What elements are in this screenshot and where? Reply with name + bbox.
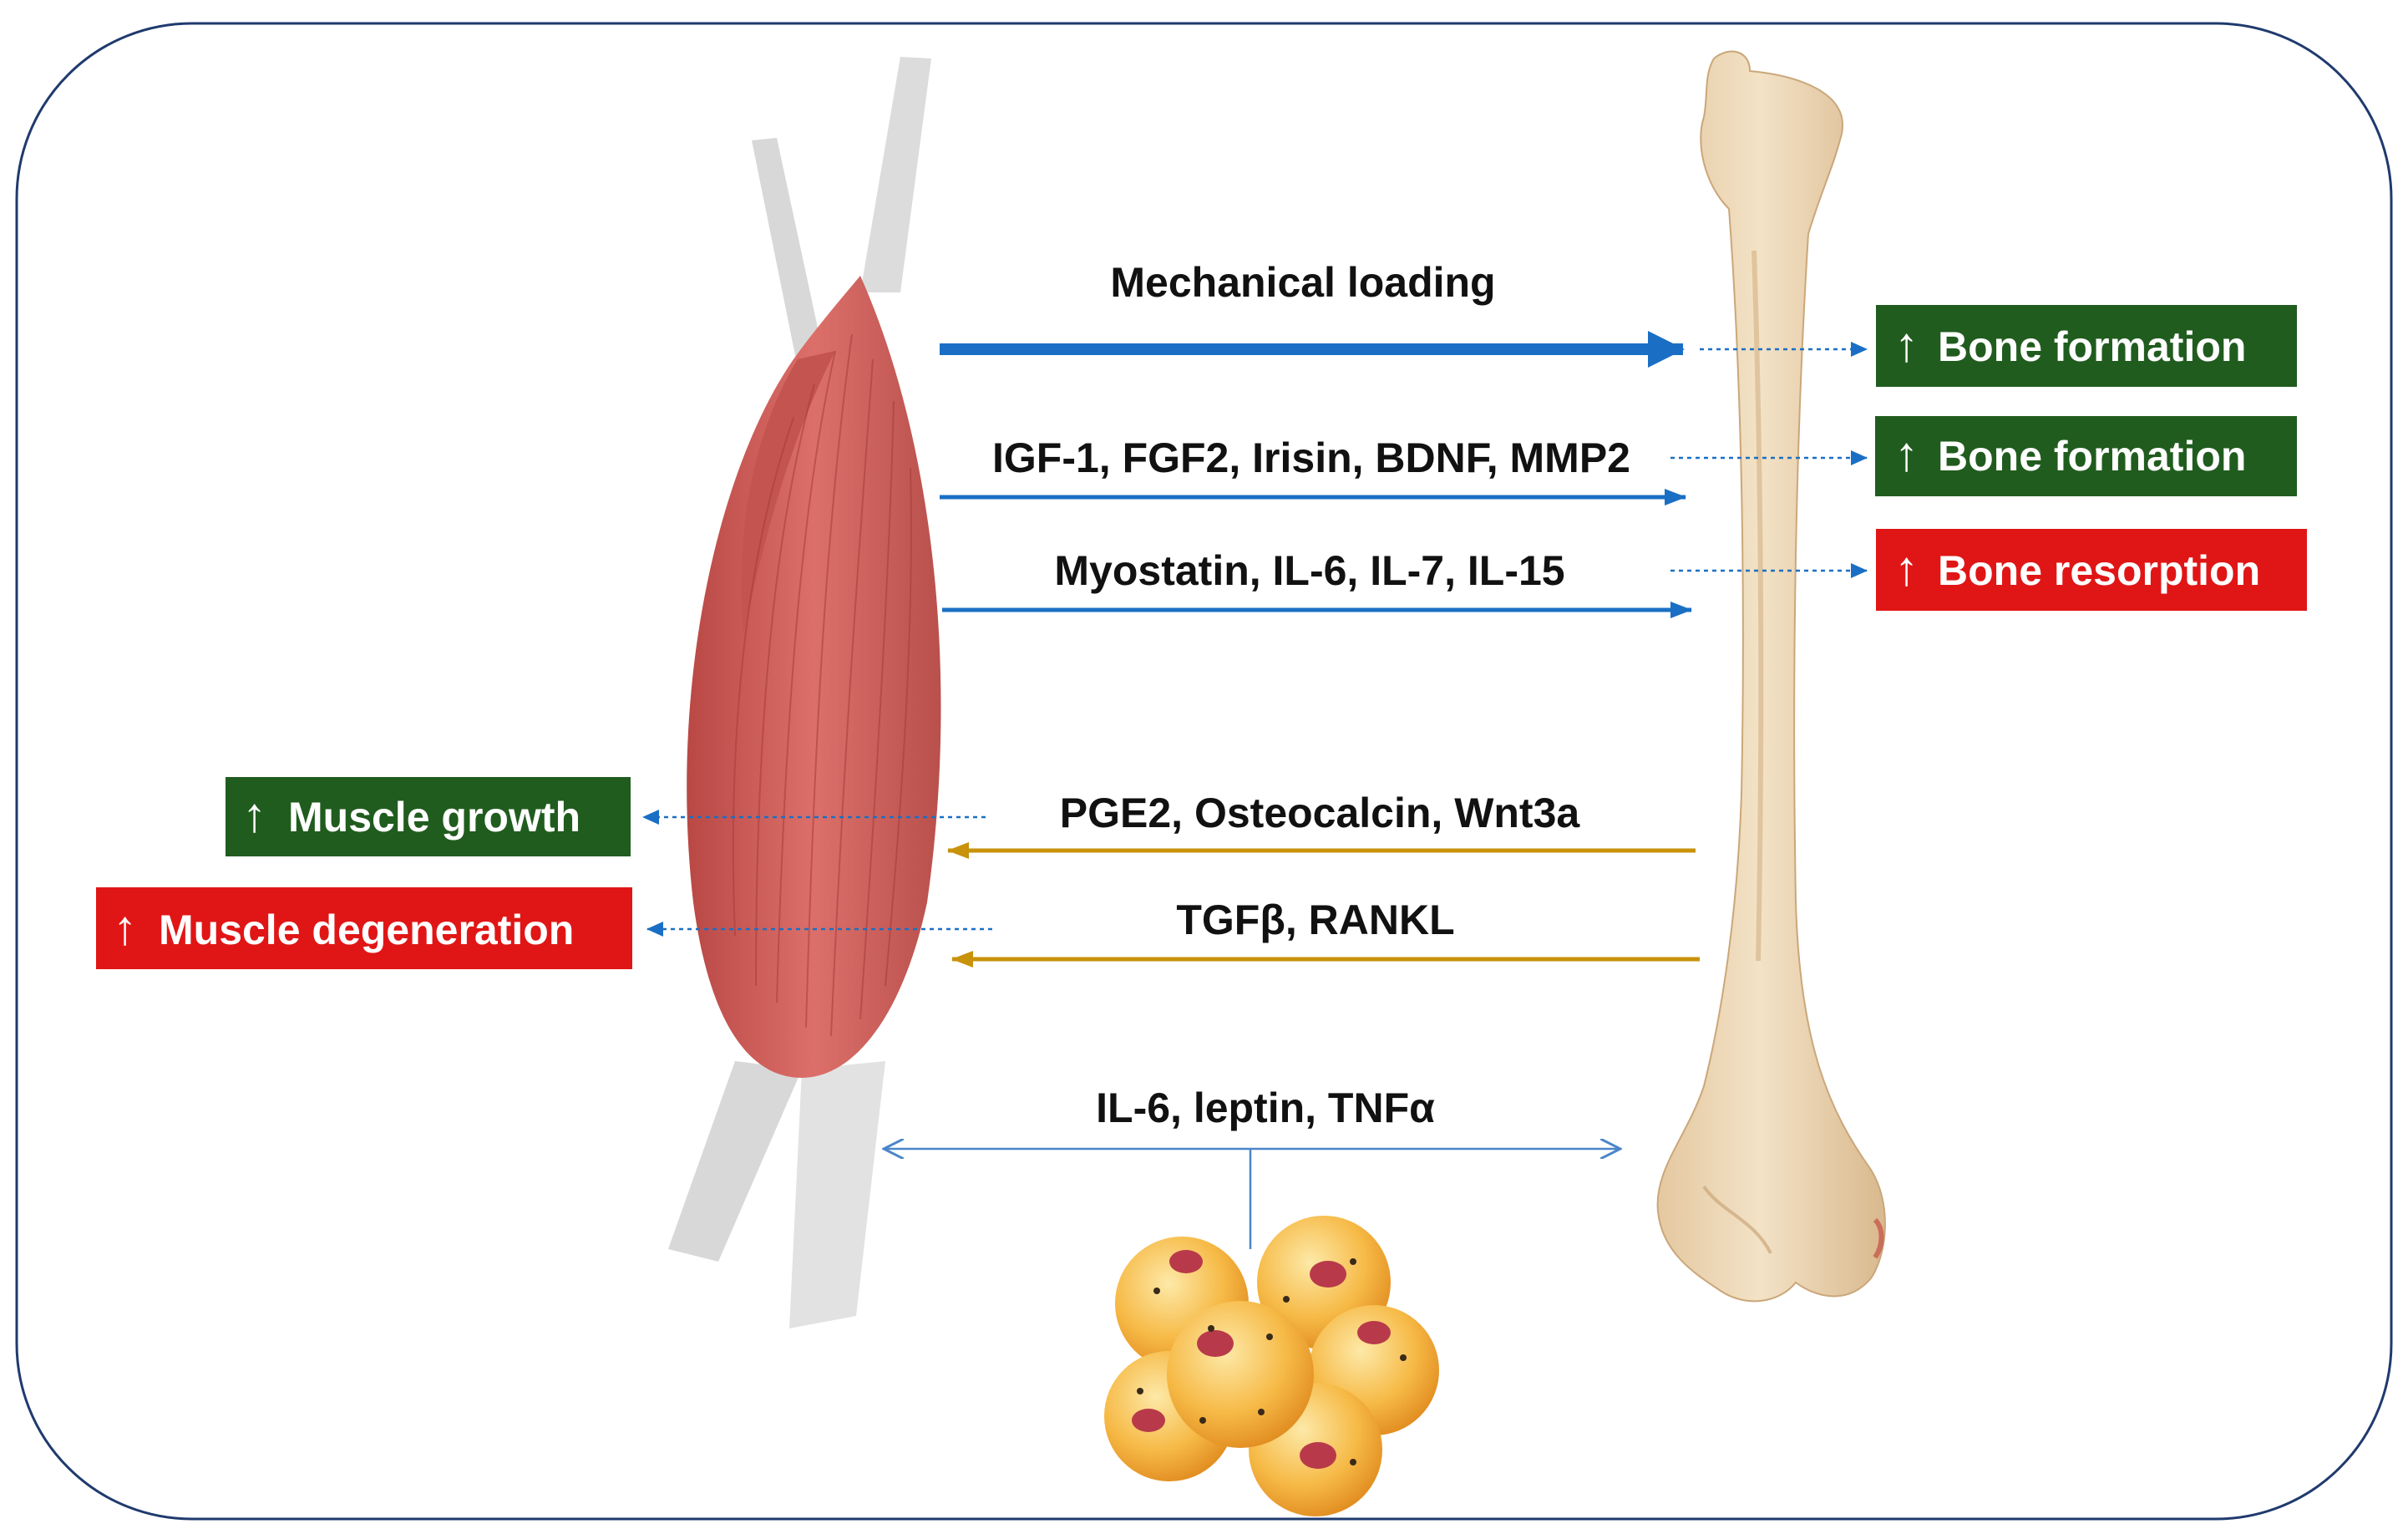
adipokines-label: IL-6, leptin, TNFα — [1096, 1084, 1435, 1131]
osteokines-growth-label: PGE2, Osteocalcin, Wnt3a — [1060, 790, 1581, 836]
osteokines-degeneration-label: TGFβ, RANKL — [1176, 897, 1454, 943]
outcome-box-bone-formation-1: ↑ Bone formation — [1876, 305, 2297, 387]
outcome-label: Bone formation — [1938, 433, 2246, 480]
up-arrow-icon: ↑ — [242, 788, 266, 842]
myokines-formation-label: IGF-1, FGF2, Irisin, BDNF, MMP2 — [992, 434, 1630, 481]
bone-illustration — [1656, 50, 1886, 1303]
up-arrow-icon: ↑ — [1894, 427, 1919, 481]
outcome-box-bone-resorption: ↑ Bone resorption — [1876, 529, 2307, 611]
up-arrow-icon: ↑ — [113, 901, 137, 955]
outcome-label: Muscle degeneration — [159, 907, 574, 953]
myokines-resorption-label: Myostatin, IL-6, IL-7, IL-15 — [1054, 547, 1564, 594]
outcome-box-bone-formation-2: ↑ Bone formation — [1875, 416, 2297, 496]
outcome-box-muscle-degeneration: ↑ Muscle degeneration — [96, 887, 632, 969]
adipose-cells-illustration — [1104, 1216, 1439, 1516]
muscle-illustration — [668, 57, 941, 1328]
outcome-label: Bone resorption — [1938, 547, 2260, 594]
outcome-label: Bone formation — [1938, 323, 2246, 370]
up-arrow-icon: ↑ — [1894, 541, 1919, 596]
mechanical-loading-label: Mechanical loading — [1110, 259, 1495, 306]
outcome-label: Muscle growth — [288, 794, 580, 841]
outcome-box-muscle-growth: ↑ Muscle growth — [226, 777, 631, 856]
up-arrow-icon: ↑ — [1894, 317, 1919, 372]
